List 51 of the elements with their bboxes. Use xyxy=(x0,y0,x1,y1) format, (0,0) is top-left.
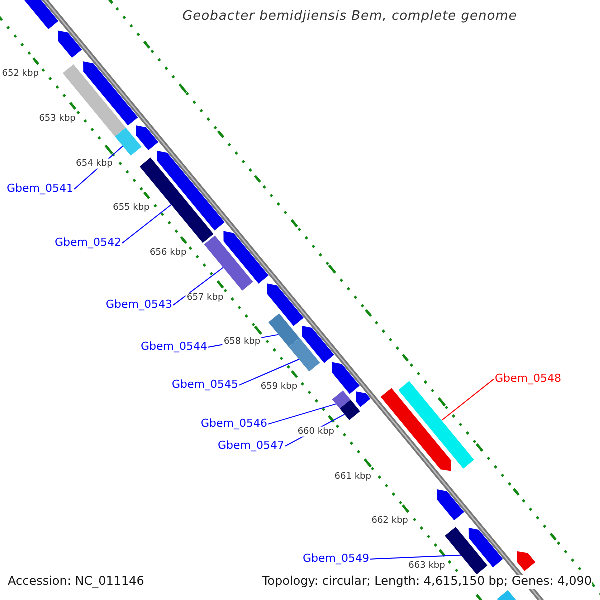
gene-label: Gbem_0545 xyxy=(172,379,238,392)
gene-label: Gbem_0544 xyxy=(141,341,208,354)
accession-text: Accession: NC_011146 xyxy=(8,575,144,589)
gene-label: Gbem_0549 xyxy=(303,553,370,566)
leader-line xyxy=(370,554,462,560)
gene-feature xyxy=(302,326,334,364)
gene-feature xyxy=(356,392,371,408)
gene-feature xyxy=(84,62,138,126)
gene-feature xyxy=(157,151,225,231)
gene-feature xyxy=(136,126,159,150)
leader-line xyxy=(172,267,224,306)
genome-summary-text: Topology: circular; Length: 4,615,150 bp; Genes: 4,090 xyxy=(262,575,592,589)
gene-bar xyxy=(268,314,300,348)
gene-bar xyxy=(204,236,254,291)
gene-feature xyxy=(58,30,82,58)
gene-label: Gbem_0542 xyxy=(55,237,122,250)
gene-label: Gbem_0541 xyxy=(7,183,74,196)
gene-bar xyxy=(332,390,351,409)
gene-bar xyxy=(340,400,360,420)
scale-label: 658 kbp xyxy=(222,337,262,348)
leader-line xyxy=(238,359,300,386)
gene-bar xyxy=(289,338,320,372)
scale-label: 663 kbp xyxy=(408,560,446,572)
gene-label: Gbem_0547 xyxy=(218,440,284,453)
scale-label: 660 kbp xyxy=(296,426,336,438)
leader-line xyxy=(441,378,494,422)
scale-label: 662 kbp xyxy=(370,516,410,526)
gene-label: Gbem_0548 xyxy=(495,373,562,386)
scale-label: 657 kbp xyxy=(186,292,225,303)
scale-label: 661 kbp xyxy=(334,471,372,482)
leader-line xyxy=(122,204,172,244)
gene-label: Gbem_0546 xyxy=(201,418,268,431)
gene-feature xyxy=(437,490,464,521)
gene-bar xyxy=(445,527,488,575)
scale-label: 655 kbp xyxy=(112,203,151,214)
title: Geobacter bemidjiensis Bem, complete genome xyxy=(182,10,518,25)
gene-feature xyxy=(468,528,504,568)
gene-feature xyxy=(380,388,452,472)
gene-bar xyxy=(115,128,142,156)
gene-feature xyxy=(517,552,536,572)
scale-label: 659 kbp xyxy=(260,382,299,392)
scale-label: 652 kbp xyxy=(1,68,40,80)
gene-label: Gbem_0543 xyxy=(106,299,172,312)
gene-feature xyxy=(332,362,360,394)
leader-line xyxy=(268,404,337,425)
scale-label: 654 kbp xyxy=(75,158,114,169)
scale-label: 653 kbp xyxy=(38,114,77,124)
gene-feature xyxy=(267,284,304,326)
scale-label: 656 kbp xyxy=(149,248,188,258)
gene-feature xyxy=(224,231,269,284)
gene-bar xyxy=(398,381,474,469)
